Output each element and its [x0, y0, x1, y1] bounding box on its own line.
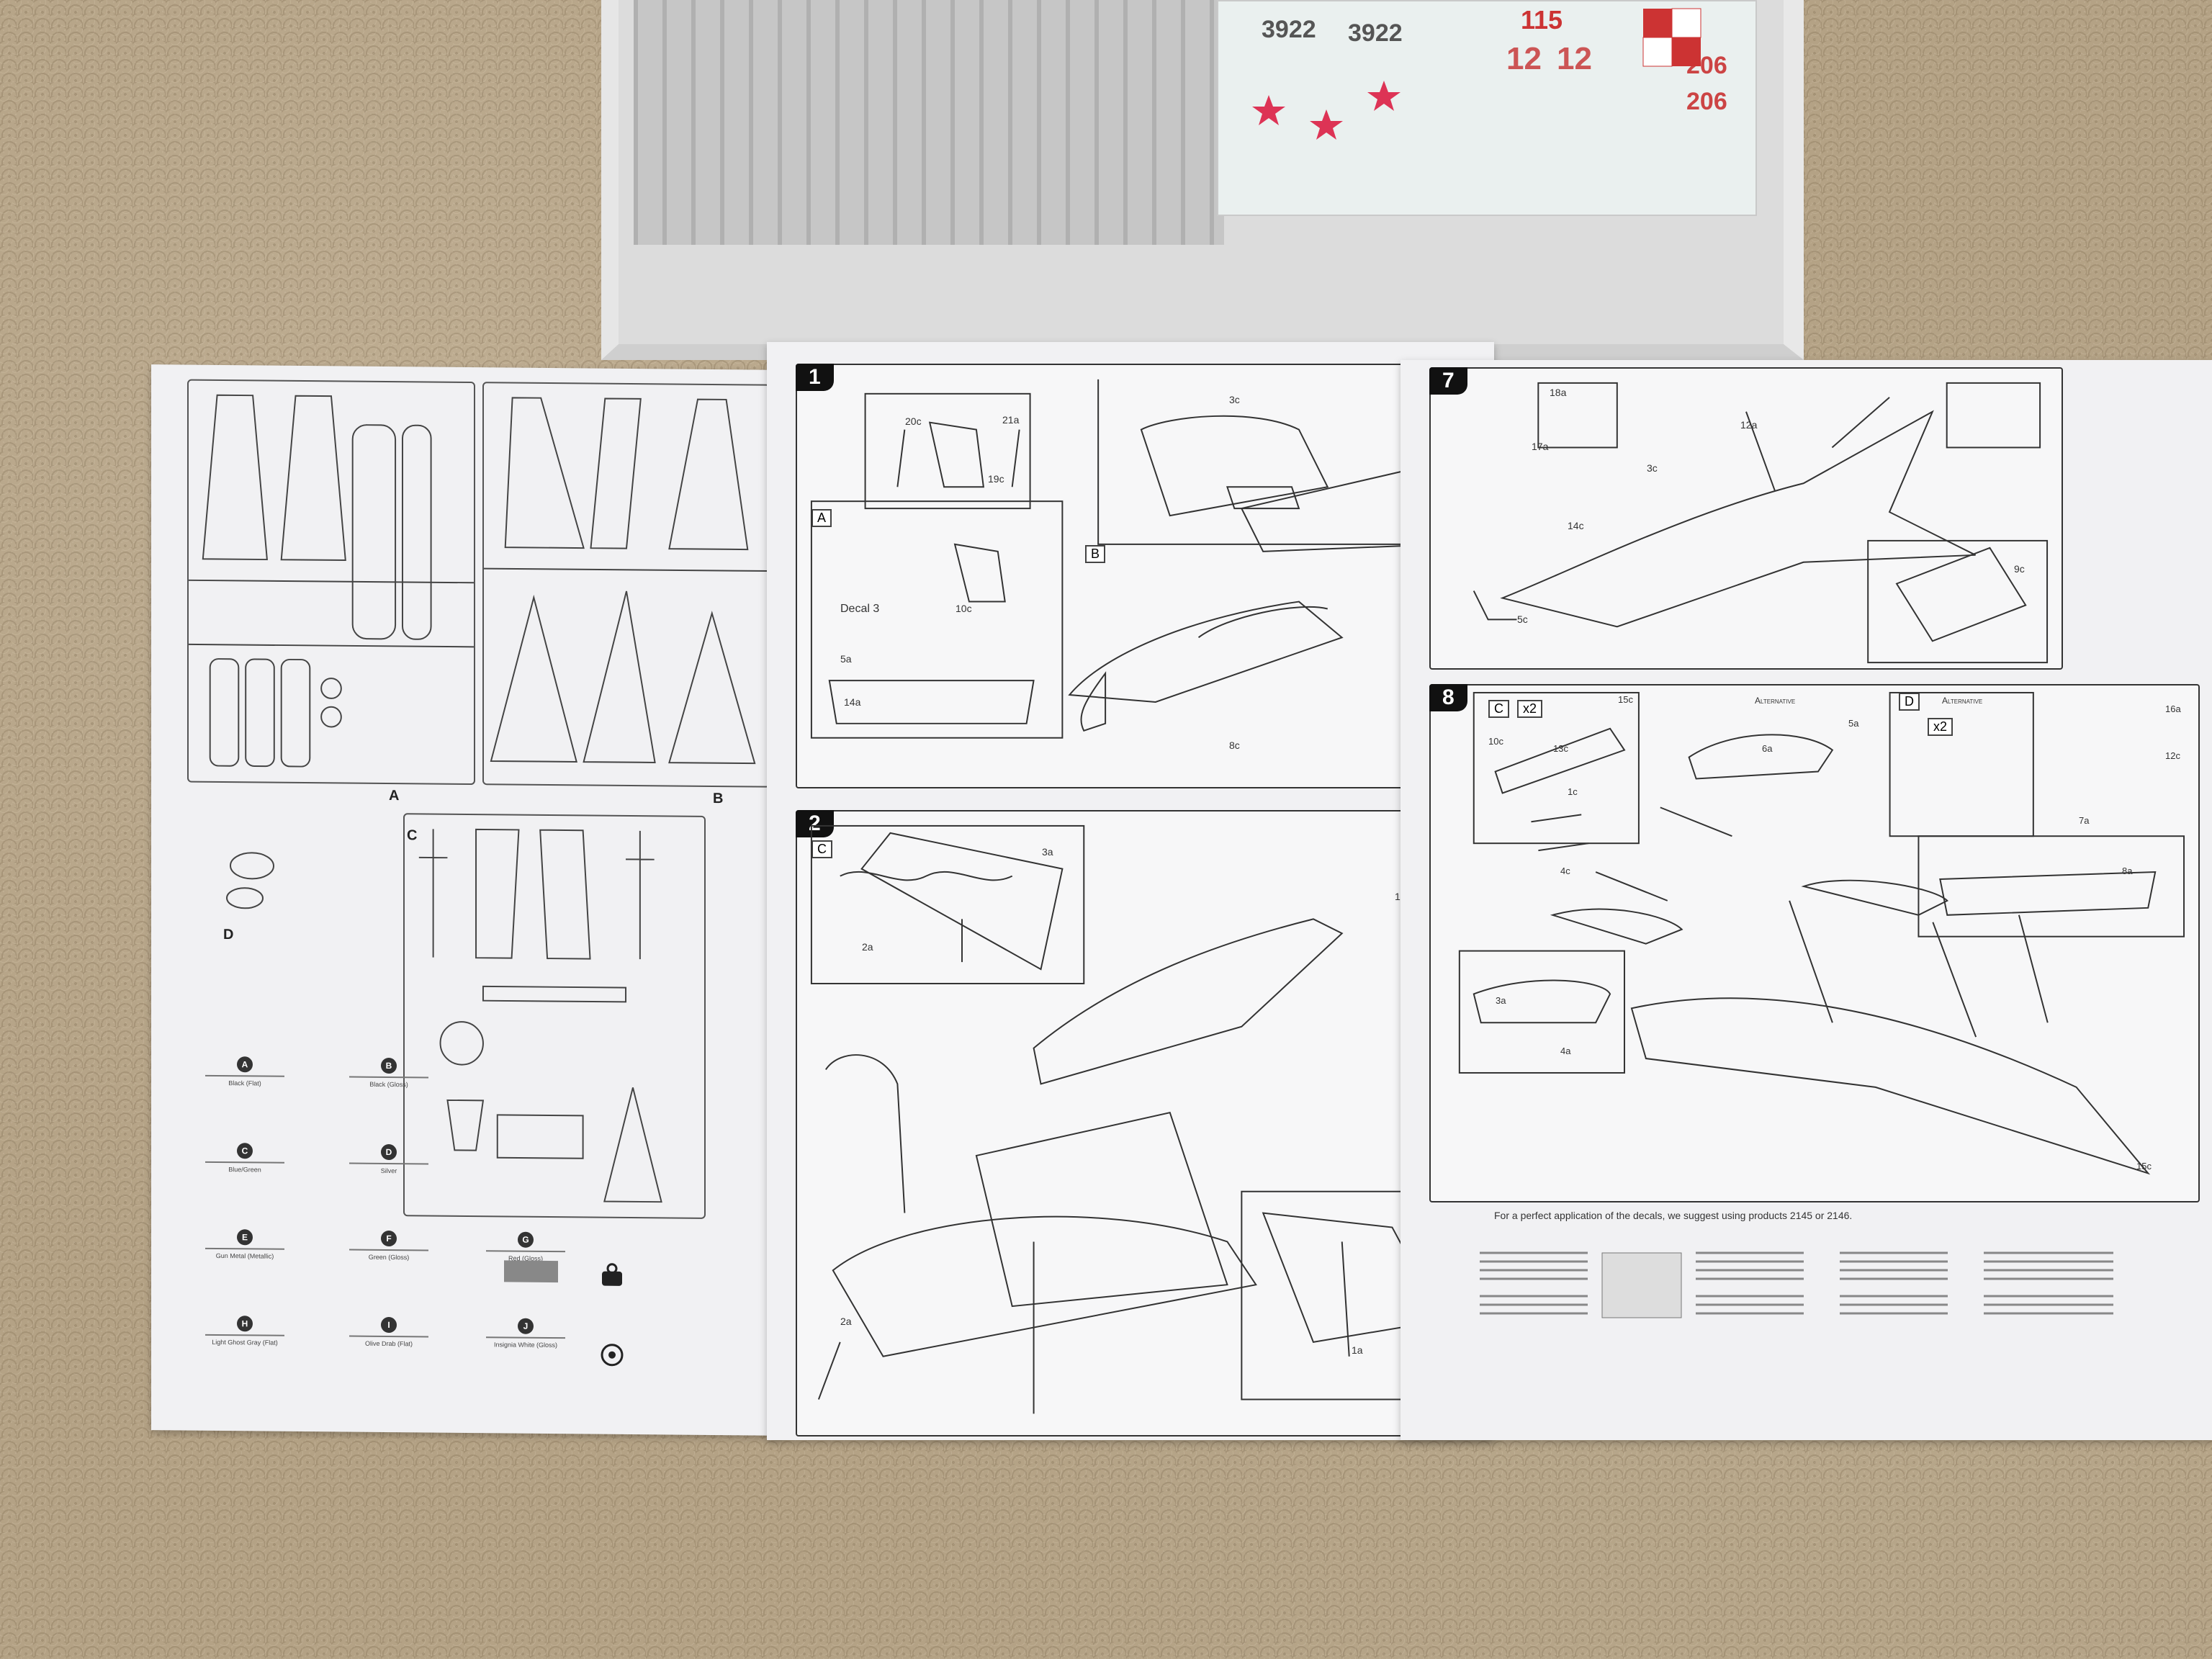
instruction-sheet-steps-7-8: 7 18a 17a 12a 3c 14c 5c 9c 8 C x2 D x2 A…: [1401, 360, 2212, 1440]
decal-marking: 3922: [1348, 19, 1403, 47]
alternative-label: Alternative: [1755, 696, 1796, 706]
unused-parts-swatch: [504, 1260, 558, 1283]
decal-marking: 12: [1557, 41, 1592, 76]
part-label: 1c: [1568, 786, 1578, 797]
part-label: 2a: [862, 941, 873, 953]
step-8-panel: 8 C x2 D x2 Alternative Alternative 15c …: [1429, 684, 2200, 1202]
sprue-frame-c: [403, 813, 706, 1219]
step-2-panel: 2 C 3a 2a 1a 2a 4a 1a: [796, 810, 1473, 1437]
decal-marking: 3922: [1262, 16, 1316, 43]
sub-assembly-label: B: [1085, 545, 1106, 563]
part-label: 21a: [1002, 414, 1020, 426]
step-1-assembly-drawing: [810, 379, 1457, 739]
part-label: 20c: [905, 415, 922, 427]
step-7-assembly-drawing: [1473, 382, 2049, 664]
part-label: 3a: [1496, 995, 1506, 1006]
decal-marking: 115: [1521, 5, 1563, 35]
part-label: 10c: [1488, 736, 1503, 747]
part-label: 14a: [844, 696, 861, 708]
step-number: 2: [796, 810, 834, 837]
sprue-a-parts-icon: [189, 394, 474, 768]
decal-application-note: For a perfect application of the decals,…: [1494, 1210, 1853, 1221]
step-number: 7: [1429, 367, 1467, 395]
step-number: 1: [796, 364, 834, 391]
canopy-part-icon: [226, 852, 274, 909]
ballast-weight-icon: [602, 1263, 622, 1286]
part-label: 6a: [1762, 743, 1773, 754]
text-lines-graphic: [1480, 1251, 2113, 1318]
part-label: 8c: [1229, 739, 1240, 751]
sprue-c-parts-icon: [418, 828, 662, 1203]
step-7-panel: 7 18a 17a 12a 3c 14c 5c 9c: [1429, 367, 2063, 670]
plastic-sprues: [634, 0, 1224, 245]
multiplier-label: x2: [1517, 700, 1543, 718]
sub-assembly-label: C: [811, 840, 832, 858]
part-label: 1a: [1352, 1344, 1363, 1356]
sub-assembly-label: A: [811, 509, 832, 527]
alternative-label: Alternative: [1942, 696, 1983, 706]
multilingual-text-block: [1480, 1246, 2164, 1390]
sprue-letter-a: A: [389, 788, 400, 804]
part-label: 16a: [2165, 703, 2181, 714]
decal-marking: 206: [1686, 88, 1727, 115]
multiplier-label: x2: [1928, 718, 1954, 736]
sub-assembly-label: C: [1488, 700, 1509, 718]
decal-star-icons: [1252, 8, 1701, 140]
sprue-frame-a: [187, 379, 475, 786]
sprue-letter-b: B: [713, 790, 724, 807]
part-label: 19c: [988, 473, 1004, 485]
drill-hole-icon: [601, 1344, 624, 1367]
part-label: 5a: [840, 653, 852, 665]
step-1-panel: 1 A B Decal 3 20c 21a 19c 10c 5a 14a 8c …: [796, 364, 1458, 788]
decal-sheet: 3922 3922 115 12 12 206 206: [1217, 0, 1757, 216]
part-label: 9c: [2014, 563, 2025, 575]
decal-marking: 12: [1506, 41, 1542, 76]
part-label: 10c: [956, 603, 972, 614]
step-2-assembly-drawing: [810, 824, 1451, 1414]
part-label: 4a: [1560, 1046, 1571, 1056]
part-label: 14c: [1568, 520, 1584, 531]
part-label: 12a: [1740, 419, 1758, 431]
part-label: 5a: [1848, 718, 1859, 729]
sub-assembly-label: D: [1899, 693, 1920, 711]
part-label: 3c: [1229, 394, 1240, 405]
part-label: 3a: [1042, 846, 1053, 858]
part-label: 17a: [1532, 441, 1549, 452]
sprue-letter-c: C: [407, 827, 418, 844]
part-label: 18a: [1550, 387, 1567, 398]
sprue-b-parts-icon: [484, 397, 769, 765]
step-number: 8: [1429, 684, 1467, 711]
part-label: 3c: [1647, 462, 1658, 474]
part-label: 5c: [1517, 613, 1528, 625]
part-label: 15c: [1618, 694, 1633, 705]
part-label: 2a: [840, 1316, 852, 1327]
part-label: 4c: [1560, 866, 1570, 876]
decal-label: Decal 3: [840, 603, 880, 615]
step-8-assembly-drawing: [1458, 691, 2185, 1175]
part-label: 7a: [2079, 815, 2090, 826]
instruction-sheet-steps-1-2: 1 A B Decal 3 20c 21a 19c 10c 5a 14a 8c …: [767, 342, 1494, 1440]
sprue-letter-d: D: [223, 927, 234, 943]
sprue-frame-b: [482, 382, 770, 788]
part-label: 12c: [2165, 750, 2180, 761]
